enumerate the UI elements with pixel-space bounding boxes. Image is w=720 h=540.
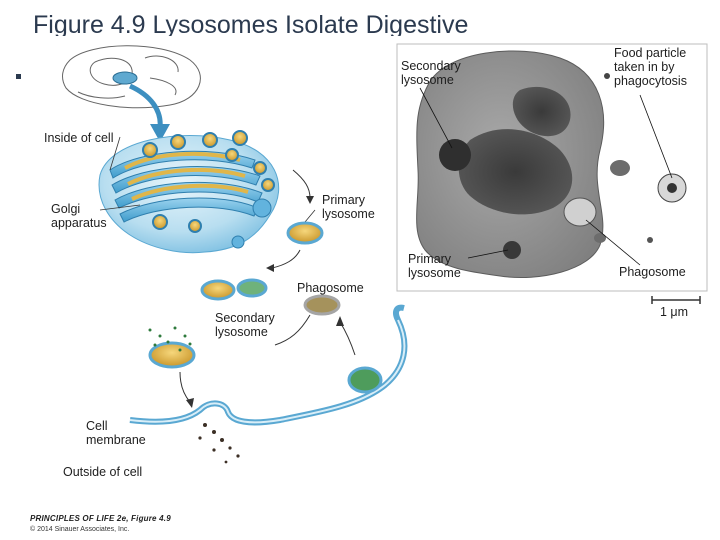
label-inside-of-cell: Inside of cell	[44, 131, 114, 145]
micro-label-phagosome: Phagosome	[619, 265, 686, 279]
digesting-vesicle	[148, 326, 196, 369]
micro-label-secondary-lysosome: Secondary lysosome	[401, 59, 461, 87]
label-cell-membrane: Cell membrane	[86, 419, 146, 447]
food-particles	[198, 423, 240, 464]
label-primary-lysosome: Primary lysosome	[322, 193, 375, 221]
lysosome-phagosome-fusion	[200, 278, 268, 301]
phagocytosis-pocket	[347, 366, 383, 394]
micro-label-primary-lysosome: Primary lysosome	[408, 252, 461, 280]
credit-copyright: © 2014 Sinauer Associates, Inc.	[30, 526, 130, 533]
zoom-arrow	[128, 83, 163, 129]
credit-book: PRINCIPLES OF LIFE 2e, Figure 4.9	[30, 514, 171, 523]
micro-scale-label: 1 μm	[660, 305, 689, 319]
label-outside-of-cell: Outside of cell	[63, 465, 143, 479]
slide-title: Figure 4.9 Lysosomes Isolate Digestive	[33, 11, 469, 36]
primary-lysosome	[286, 221, 324, 245]
secondary-lysosome	[303, 294, 341, 316]
bullet-marker	[16, 74, 21, 79]
golgi-apparatus	[109, 130, 275, 249]
label-secondary-lysosome: Secondary lysosome	[215, 311, 275, 339]
electron-micrograph	[396, 43, 708, 304]
label-golgi-apparatus: Golgi apparatus	[51, 202, 107, 230]
label-phagosome: Phagosome	[297, 281, 364, 295]
cell-overview-sketch	[62, 45, 201, 109]
micro-label-food-particle: Food particle taken in by phagocytosis	[614, 46, 687, 88]
